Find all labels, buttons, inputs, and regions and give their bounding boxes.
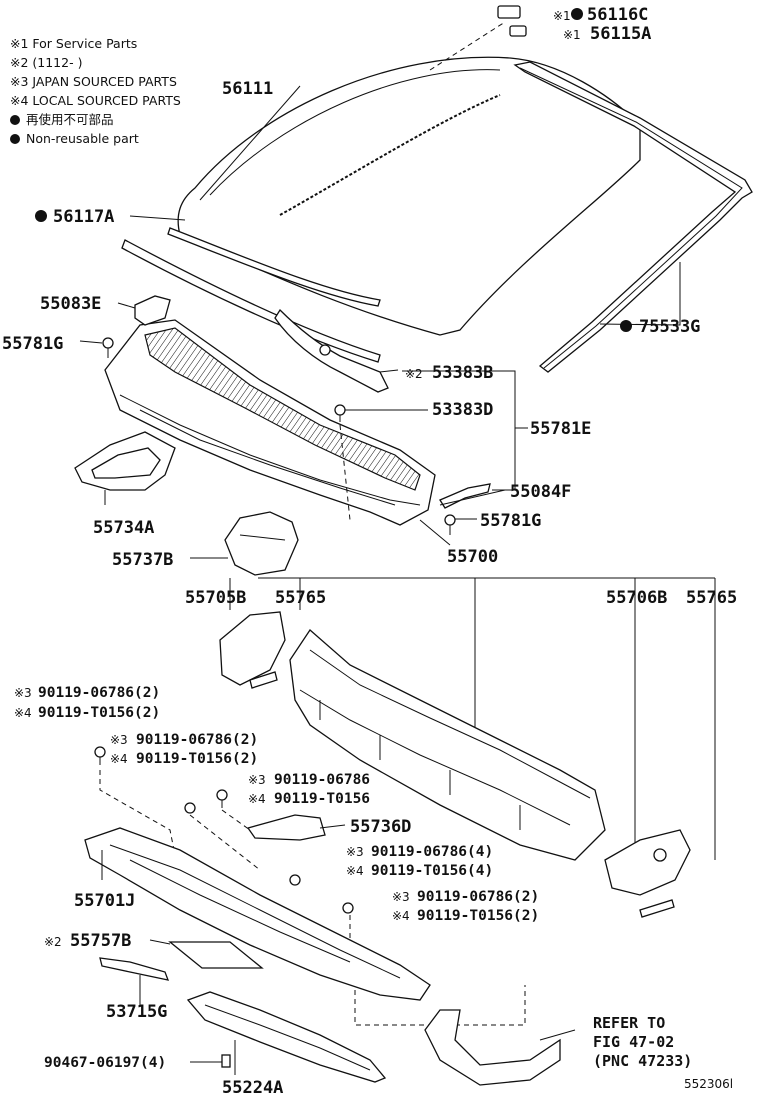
mark-4: ※4 <box>110 752 128 766</box>
legend-non-reusable-jp: 再使用不可部品 <box>10 110 181 129</box>
mark-service-1: ※1 <box>553 9 571 23</box>
label-55736d: 55736D <box>350 817 411 837</box>
legend-non-reusable-en: Non-reusable part <box>10 129 181 148</box>
label-55765-right: 55765 <box>686 588 737 608</box>
label-55701j: 55701J <box>74 891 135 911</box>
label-55757b: 55757B <box>70 931 131 951</box>
legend-note-4: ※4 LOCAL SOURCED PARTS <box>10 93 181 108</box>
label-55734a: 55734A <box>93 518 154 538</box>
cowl-lower-55701j[interactable] <box>84 827 431 1001</box>
label-bolt-a-japan: 90119-06786(2) <box>38 685 160 701</box>
seal-55083e[interactable] <box>134 295 171 326</box>
seal-55737b[interactable] <box>224 511 299 576</box>
label-55705b: 55705B <box>185 588 246 608</box>
bolt-center[interactable] <box>216 789 228 808</box>
label-53383b: 53383B <box>432 363 493 383</box>
clip-55781g-left[interactable] <box>102 337 114 358</box>
label-56115a: 56115A <box>590 24 651 44</box>
mark-4: ※4 <box>346 864 364 878</box>
mark-3: ※3 <box>346 845 364 859</box>
cover-55224a[interactable] <box>186 991 387 1083</box>
seal-53715g[interactable] <box>99 957 170 981</box>
label-56116c: 56116C <box>587 5 648 25</box>
label-bolt-e-japan: 90119-06786(2) <box>417 889 539 905</box>
cowl-panel-55781e[interactable] <box>104 319 436 526</box>
mark-4: ※4 <box>392 909 410 923</box>
seal-55765-right[interactable] <box>639 899 675 918</box>
mark-4: ※4 <box>14 706 32 720</box>
cowl-top-outer-55700[interactable] <box>289 629 606 861</box>
non-reusable-dot-icon <box>10 134 20 144</box>
mark-3: ※3 <box>248 773 266 787</box>
label-bolt-a-local: 90119-T0156(2) <box>38 705 160 721</box>
bracket-55736d[interactable] <box>246 814 326 841</box>
label-53715g: 53715G <box>106 1002 167 1022</box>
bolt-mid-left[interactable] <box>184 802 196 814</box>
label-55084f: 55084F <box>510 482 571 502</box>
mark-2: ※2 <box>405 367 423 381</box>
label-bolt-c-local: 90119-T0156 <box>274 791 370 807</box>
label-55781e: 55781E <box>530 419 591 439</box>
label-55781g-right: 55781G <box>480 511 541 531</box>
label-56117a: 56117A <box>53 207 114 227</box>
label-55781g-left: 55781G <box>2 334 63 354</box>
bracket-55706b[interactable] <box>604 829 691 896</box>
label-bolt-b-japan: 90119-06786(2) <box>136 732 258 748</box>
bolt-90467[interactable] <box>221 1054 231 1068</box>
label-bolt-c-japan: 90119-06786 <box>274 772 370 788</box>
legend-note-2: ※2 (1112- ) <box>10 55 83 70</box>
mark-2: ※2 <box>44 935 62 949</box>
figure-id: 552306l <box>684 1077 733 1091</box>
clip-55781g-right[interactable] <box>444 514 456 535</box>
label-bolt-e-local: 90119-T0156(2) <box>417 908 539 924</box>
non-reusable-dot-icon <box>620 320 632 332</box>
non-reusable-dot-icon <box>10 115 20 125</box>
mark-4: ※4 <box>248 792 266 806</box>
label-56111: 56111 <box>222 79 273 99</box>
mark-3: ※3 <box>392 890 410 904</box>
non-reusable-dot-icon <box>571 8 583 20</box>
mark-3: ※3 <box>14 686 32 700</box>
sheet-55757b[interactable] <box>168 941 264 969</box>
reference-line-3: (PNC 47233) <box>593 1052 692 1070</box>
seal-55734a[interactable] <box>74 431 176 491</box>
clip-56116c[interactable] <box>497 5 521 19</box>
clip-53383d[interactable] <box>334 404 346 422</box>
seal-53383b[interactable] <box>274 308 389 393</box>
label-bolt-d-japan: 90119-06786(4) <box>371 844 493 860</box>
non-reusable-dot-icon <box>35 210 47 222</box>
legend-note-1: ※1 For Service Parts <box>10 36 138 51</box>
label-bolt-d-local: 90119-T0156(4) <box>371 863 493 879</box>
moulding-75533g[interactable] <box>513 61 753 373</box>
dam-56117a[interactable] <box>121 227 381 363</box>
legend-note-3: ※3 JAPAN SOURCED PARTS <box>10 74 177 89</box>
referenced-bracket-47233[interactable] <box>424 1009 561 1086</box>
label-55765-left: 55765 <box>275 588 326 608</box>
bracket-55705b[interactable] <box>219 611 286 689</box>
reference-line-2: FIG 47-02 <box>593 1033 674 1051</box>
label-55083e: 55083E <box>40 294 101 314</box>
label-53383d: 53383D <box>432 400 493 420</box>
label-55224a: 55224A <box>222 1078 283 1098</box>
mark-3: ※3 <box>110 733 128 747</box>
clip-56115a[interactable] <box>509 25 527 37</box>
bracket-55084f[interactable] <box>439 483 491 509</box>
reference-line-1: REFER TO <box>593 1014 665 1032</box>
label-55706b: 55706B <box>606 588 667 608</box>
label-75533g: 75533G <box>639 317 700 337</box>
label-90467-06197: 90467-06197(4) <box>44 1055 166 1071</box>
legend: ※1 For Service Parts ※2 (1112- ) ※3 JAPA… <box>10 34 181 148</box>
mark-service-1b: ※1 <box>563 28 581 42</box>
bolt-upper-left[interactable] <box>94 746 106 765</box>
bolt-lower-right[interactable] <box>342 902 354 914</box>
label-55700: 55700 <box>447 547 498 567</box>
label-55737b: 55737B <box>112 550 173 570</box>
label-bolt-b-local: 90119-T0156(2) <box>136 751 258 767</box>
bolt-55736d[interactable] <box>289 874 301 886</box>
